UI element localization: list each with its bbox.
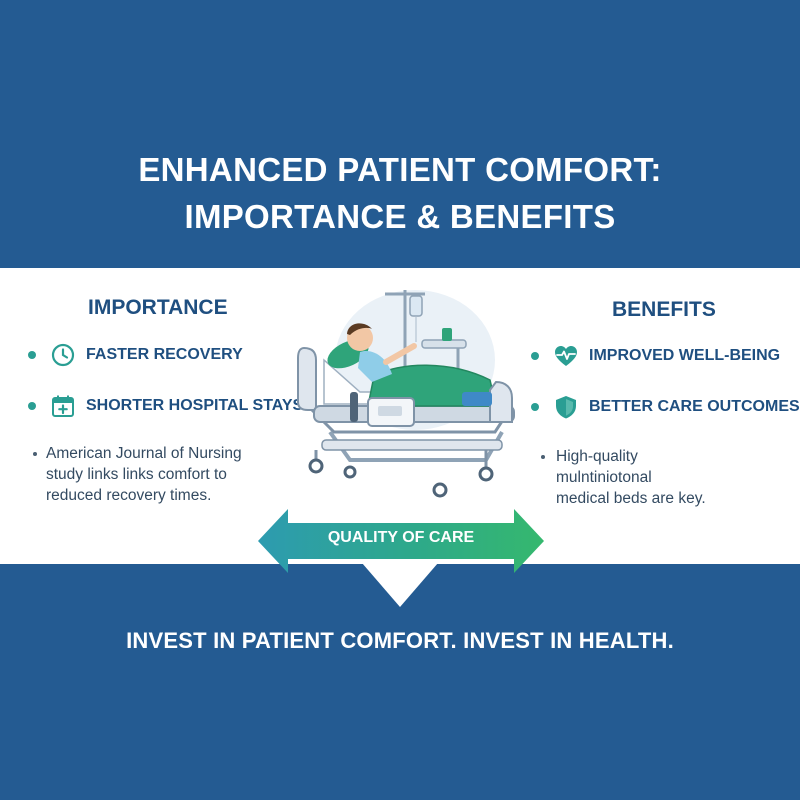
note-line: mulntiniotonal bbox=[556, 469, 652, 486]
page-title: ENHANCED PATIENT COMFORT: IMPORTANCE & B… bbox=[0, 146, 800, 240]
bullet-dot bbox=[28, 351, 36, 359]
overbed-table-icon bbox=[421, 328, 467, 372]
patient-figure bbox=[347, 323, 417, 382]
importance-item-faster-recovery: FASTER RECOVERY bbox=[28, 342, 243, 368]
note-line: study links links comfort to bbox=[46, 466, 227, 483]
bullet-dot bbox=[531, 403, 539, 411]
note-bullet bbox=[33, 452, 37, 456]
importance-item-shorter-stays: SHORTER HOSPITAL STAYS bbox=[28, 393, 303, 419]
note-line: American Journal of Nursing bbox=[46, 445, 242, 462]
bullet-dot bbox=[531, 352, 539, 360]
heart-pulse-icon bbox=[553, 343, 579, 369]
note-bullet bbox=[541, 455, 545, 459]
item-label: BETTER CARE OUTCOMES bbox=[589, 398, 800, 415]
bullet-dot bbox=[28, 402, 36, 410]
benefits-item-care-outcomes: BETTER CARE OUTCOMES bbox=[531, 394, 800, 420]
hospital-bed-illustration bbox=[297, 290, 515, 498]
shield-check-icon bbox=[553, 394, 579, 420]
title-line-2: IMPORTANCE & BENEFITS bbox=[184, 198, 616, 235]
quality-of-care-arrow bbox=[258, 509, 544, 573]
item-label: IMPROVED WELL-BEING bbox=[589, 347, 781, 364]
benefits-heading: BENEFITS bbox=[612, 298, 716, 321]
importance-heading: IMPORTANCE bbox=[88, 296, 228, 319]
note-line: medical beds are key. bbox=[556, 490, 706, 507]
clock-icon bbox=[50, 342, 76, 368]
benefits-note: High-quality mulntiniotonal medical beds… bbox=[556, 446, 706, 509]
panel-pointer bbox=[362, 563, 438, 607]
tagline: INVEST IN PATIENT COMFORT. INVEST IN HEA… bbox=[126, 628, 674, 653]
calendar-plus-icon bbox=[50, 393, 76, 419]
importance-note: American Journal of Nursing study links … bbox=[46, 443, 242, 506]
iv-pole-icon bbox=[385, 290, 425, 370]
header-band bbox=[0, 0, 800, 268]
item-label: SHORTER HOSPITAL STAYS bbox=[86, 397, 304, 414]
item-label: FASTER RECOVERY bbox=[86, 346, 243, 363]
benefits-item-well-being: IMPROVED WELL-BEING bbox=[531, 343, 780, 369]
title-line-1: ENHANCED PATIENT COMFORT: bbox=[138, 151, 662, 188]
note-line: High-quality bbox=[556, 448, 638, 465]
note-line: reduced recovery times. bbox=[46, 487, 212, 504]
quality-of-care-label: QUALITY OF CARE bbox=[327, 529, 475, 546]
